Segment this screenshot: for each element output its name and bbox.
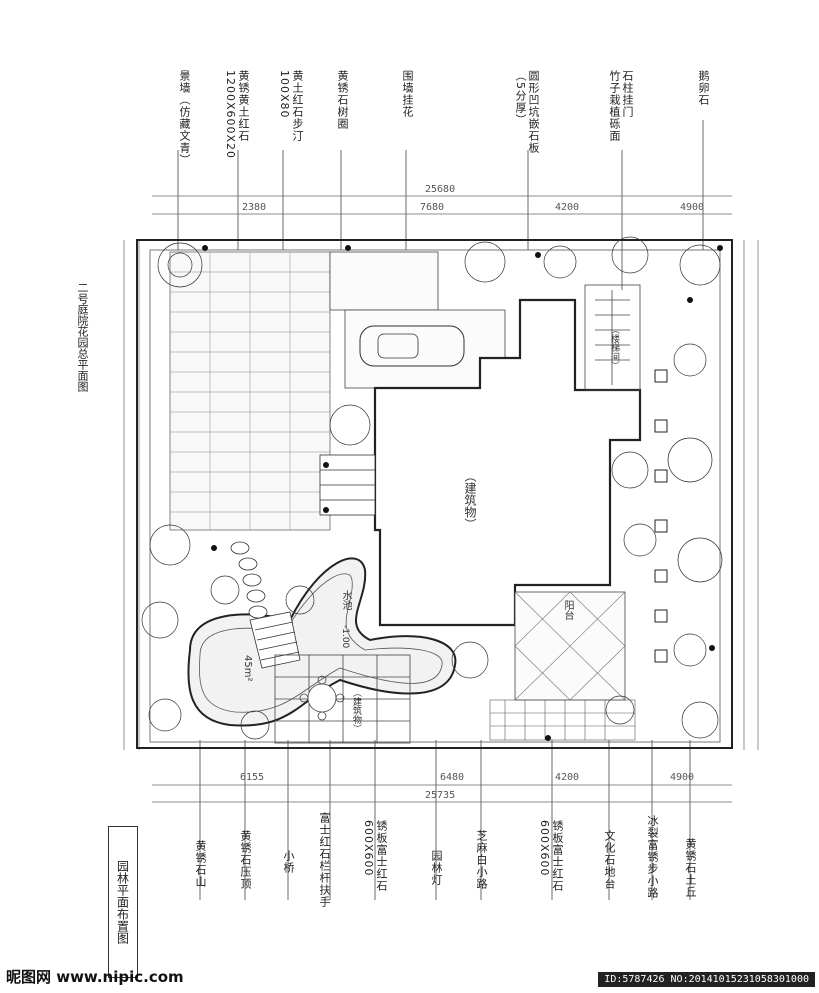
stone-columns [654, 369, 668, 663]
drawing-title: 园林平面布置图 [108, 826, 138, 978]
watermark-left: 昵图网 www.nipic.com [6, 968, 184, 986]
top-label-tree-ring: 黄锈石树圈 [336, 70, 349, 130]
top-label-round-slab: 圆形凹坑嵌石板 （5分厚） [514, 70, 540, 154]
bottom-label-crack-path: 冰裂富锈步小路 [646, 815, 659, 899]
top-label-stone-door: 石柱挂门 竹子栽植砾面 [608, 70, 634, 142]
bottom-label-coping: 黄锈石压顶 [239, 830, 252, 890]
dim-top-total: 25680 [425, 184, 455, 195]
brick-path [489, 699, 636, 741]
dim-top-1: 7680 [420, 202, 444, 213]
dim-bottom-1: 6155 [240, 772, 264, 783]
bottom-label-culture-stone: 文化石地台 [603, 830, 616, 890]
car-icon [359, 325, 465, 367]
bridge [249, 611, 301, 669]
top-label-wall-flower: 围墙挂花 [401, 70, 414, 118]
bottom-label-rockery: 黄锈石山 [194, 840, 207, 888]
top-label-paving: 黄锈黄土红石 1200X600X20 [224, 70, 250, 160]
stair-label: （楼梯间） [609, 325, 619, 370]
top-label-pebble: 鹅卵石 [697, 70, 710, 106]
planting-symbols [141, 236, 723, 740]
dim-bottom-4: 4900 [670, 772, 694, 783]
bottom-label-mound: 黄锈石土丘 [684, 838, 697, 898]
pond [187, 557, 457, 727]
stepping-stones [230, 541, 268, 619]
main-building [373, 298, 642, 627]
dimension-lines [123, 195, 759, 803]
bottom-label-paving-600-b: 锈板富士红石 600X600 [538, 820, 564, 892]
terrace-label: 阳台 [562, 600, 573, 620]
bottom-label-sesame-path: 芝麻白小路 [475, 830, 488, 890]
bottom-label-garden-lamp: 园林灯 [430, 850, 443, 886]
dim-bottom-total: 25735 [425, 790, 455, 801]
pond-area-label: 45m² [242, 655, 253, 682]
bottom-label-bridge: 小桥 [282, 850, 295, 874]
dim-bottom-3: 4200 [555, 772, 579, 783]
bottom-label-paving-600: 锈板富士红石 600X600 [362, 820, 388, 892]
top-label-feature-wall: 景墙（仿藏文青） [178, 70, 191, 166]
pavilion-deck [274, 654, 411, 744]
top-leader-lines [177, 120, 704, 290]
side-title: 二号庭院花园总平面图 [76, 282, 89, 392]
stair-room [584, 284, 641, 391]
site-boundary [136, 239, 733, 749]
bottom-label-railing: 富士红石栏杆扶手 [318, 812, 331, 908]
dim-top-2: 4200 [555, 202, 579, 213]
pond-label: 水池 [340, 590, 351, 610]
dim-top-sub: 2380 [242, 202, 266, 213]
pond-level-label: -1.00 [340, 625, 350, 649]
dimension-texts: 25680 2380 7680 4200 4900 25735 6155 648… [240, 184, 704, 801]
top-label-stepping: 黄土红石步汀 100X80 [278, 70, 304, 142]
entry-steps [319, 454, 376, 516]
driveway [329, 251, 506, 389]
dim-bottom-2: 6480 [440, 772, 464, 783]
watermark-right: ID:5787426 NO:20141015231058301000 [598, 972, 815, 987]
building-label: （建筑物） [463, 470, 477, 530]
bottom-leader-lines [199, 740, 691, 900]
dim-top-3: 4900 [680, 202, 704, 213]
lamp-markers [202, 245, 723, 741]
pavilion-label: （建筑物） [351, 688, 361, 733]
